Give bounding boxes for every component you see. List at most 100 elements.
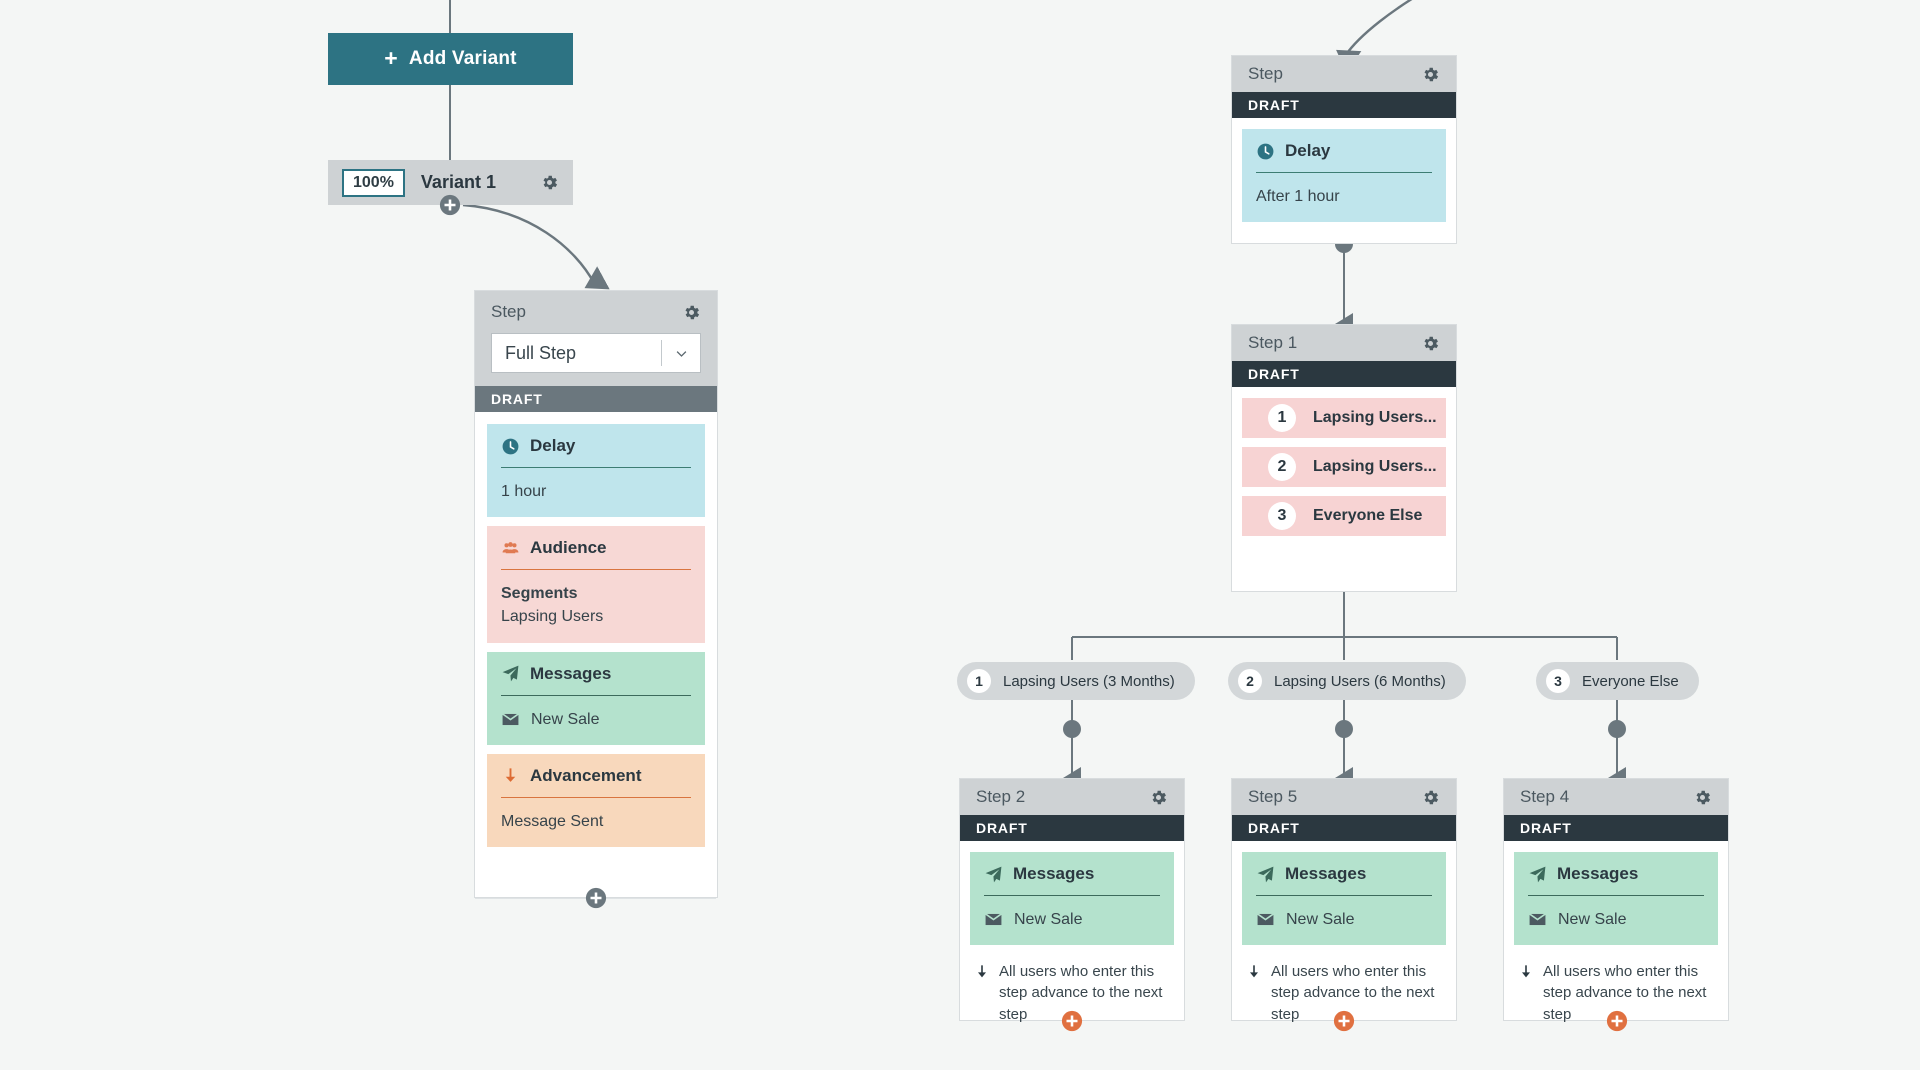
paper-plane-icon: [1528, 865, 1547, 884]
envelope-icon: [984, 910, 1003, 929]
message-name: New Sale: [1014, 911, 1083, 928]
block-header: Messages: [1528, 864, 1704, 884]
card-body: Messages New Sale: [960, 841, 1184, 946]
branch-step-card: Step 1 DRAFT 1 Lapsing Users... 2 Lapsin…: [1231, 324, 1457, 592]
advancement-note-text: All users who enter this step advance to…: [1271, 963, 1435, 1023]
envelope-icon: [1528, 910, 1547, 929]
gear-icon[interactable]: [1421, 334, 1440, 353]
block-title: Messages: [1013, 864, 1095, 883]
card-title: Step 4: [1520, 787, 1570, 806]
branch-number: 2: [1268, 453, 1296, 481]
audience-block[interactable]: Audience Segments Lapsing Users: [487, 526, 705, 643]
block-header: Advancement: [501, 766, 691, 786]
gear-icon[interactable]: [540, 173, 559, 192]
clock-icon: [1256, 142, 1275, 161]
gear-icon[interactable]: [1421, 65, 1440, 84]
status-badge: DRAFT: [1232, 92, 1456, 118]
message-item[interactable]: New Sale: [501, 708, 691, 731]
message-item[interactable]: New Sale: [1256, 908, 1432, 931]
card-body: Messages New Sale: [1504, 841, 1728, 946]
leaf-add-step-button[interactable]: [1333, 1010, 1355, 1032]
variant-bar[interactable]: 100% Variant 1: [328, 160, 573, 205]
advancement-block[interactable]: Advancement Message Sent: [487, 753, 705, 847]
advancement-note: All users who enter this step advance to…: [1504, 954, 1728, 1041]
messages-block[interactable]: Messages New Sale: [1514, 852, 1718, 946]
leaf-add-step-button[interactable]: [1061, 1010, 1083, 1032]
branch-row[interactable]: 2 Lapsing Users...: [1242, 447, 1446, 487]
card-title: Step 2: [976, 787, 1026, 806]
step-type-select[interactable]: Full Step: [491, 333, 701, 373]
message-name: New Sale: [1286, 911, 1355, 928]
add-variant-label: Add Variant: [408, 48, 517, 69]
card-body: Delay After 1 hour: [1232, 118, 1456, 223]
audience-segment: Lapsing Users: [501, 608, 604, 626]
variant-percentage[interactable]: 100%: [342, 168, 405, 197]
block-divider: [1528, 895, 1704, 896]
block-divider: [501, 569, 691, 571]
status-badge: DRAFT: [475, 386, 717, 412]
branch-number: 3: [1268, 502, 1296, 530]
messages-block[interactable]: Messages New Sale: [970, 852, 1174, 946]
message-name: New Sale: [531, 710, 600, 728]
block-title: Messages: [1557, 864, 1639, 883]
branch-label: Lapsing Users...: [1313, 458, 1437, 475]
card-body: Messages New Sale: [1232, 841, 1456, 946]
step-type-value: Full Step: [505, 342, 577, 363]
envelope-icon: [1256, 910, 1275, 929]
block-header: Delay: [501, 436, 691, 456]
gear-icon[interactable]: [1693, 788, 1712, 807]
messages-block[interactable]: Messages New Sale: [1242, 852, 1446, 946]
delay-step-card: Step DRAFT Delay After 1 hour: [1231, 55, 1457, 244]
block-header: Delay: [1256, 141, 1432, 161]
branch-row[interactable]: 3 Everyone Else: [1242, 496, 1446, 536]
card-body: 1 Lapsing Users... 2 Lapsing Users... 3 …: [1232, 387, 1456, 536]
chevron-down-icon[interactable]: [662, 346, 700, 361]
message-item[interactable]: New Sale: [984, 908, 1160, 931]
advancement-note-text: All users who enter this step advance to…: [999, 963, 1163, 1023]
branch-pill[interactable]: 1 Lapsing Users (3 Months): [957, 662, 1195, 700]
select-divider: [661, 340, 662, 366]
gear-icon[interactable]: [1421, 788, 1440, 807]
block-header: Messages: [984, 864, 1160, 884]
block-header: Messages: [1256, 864, 1432, 884]
block-title: Advancement: [530, 765, 642, 785]
variant-add-step-button[interactable]: [439, 194, 461, 216]
status-badge: DRAFT: [1504, 815, 1728, 841]
paper-plane-icon: [984, 865, 1003, 884]
message-item[interactable]: New Sale: [1528, 908, 1704, 931]
branch-label: Everyone Else: [1313, 507, 1423, 524]
block-divider: [984, 895, 1160, 896]
block-title: Messages: [530, 663, 612, 683]
status-badge: DRAFT: [960, 815, 1184, 841]
leaf-add-step-button[interactable]: [1606, 1010, 1628, 1032]
branch-pill[interactable]: 2 Lapsing Users (6 Months): [1228, 662, 1466, 700]
branch-pill[interactable]: 3 Everyone Else: [1536, 662, 1699, 700]
delay-block[interactable]: Delay 1 hour: [487, 424, 705, 518]
add-variant-button[interactable]: + Add Variant: [328, 33, 573, 85]
message-name: New Sale: [1558, 911, 1627, 928]
block-divider: [501, 467, 691, 468]
delay-value: 1 hour: [501, 483, 547, 500]
messages-block[interactable]: Messages New Sale: [487, 651, 705, 745]
delay-block[interactable]: Delay After 1 hour: [1242, 129, 1446, 223]
block-divider: [1256, 895, 1432, 896]
arrow-down-icon: [501, 766, 520, 785]
block-divider: [501, 796, 691, 798]
card-title: Step 1: [1248, 333, 1298, 352]
branch-pill-label: Lapsing Users (6 Months): [1274, 672, 1446, 690]
gear-icon[interactable]: [682, 303, 701, 322]
block-divider: [501, 694, 691, 696]
paper-plane-icon: [501, 664, 520, 683]
arrow-down-icon: [974, 963, 990, 981]
card-header: Step 1: [1232, 325, 1456, 361]
card-title: Step 5: [1248, 787, 1298, 806]
leaf-step-card: Step 4 DRAFT Messages New Sale: [1503, 778, 1729, 1023]
branch-row[interactable]: 1 Lapsing Users...: [1242, 398, 1446, 438]
advancement-note-text: All users who enter this step advance to…: [1543, 963, 1707, 1023]
plus-icon: +: [384, 44, 398, 71]
branch-number: 1: [967, 669, 991, 693]
step-type-select-wrapper: Full Step: [475, 333, 717, 386]
gear-icon[interactable]: [1149, 788, 1168, 807]
full-step-add-button[interactable]: [585, 887, 607, 909]
